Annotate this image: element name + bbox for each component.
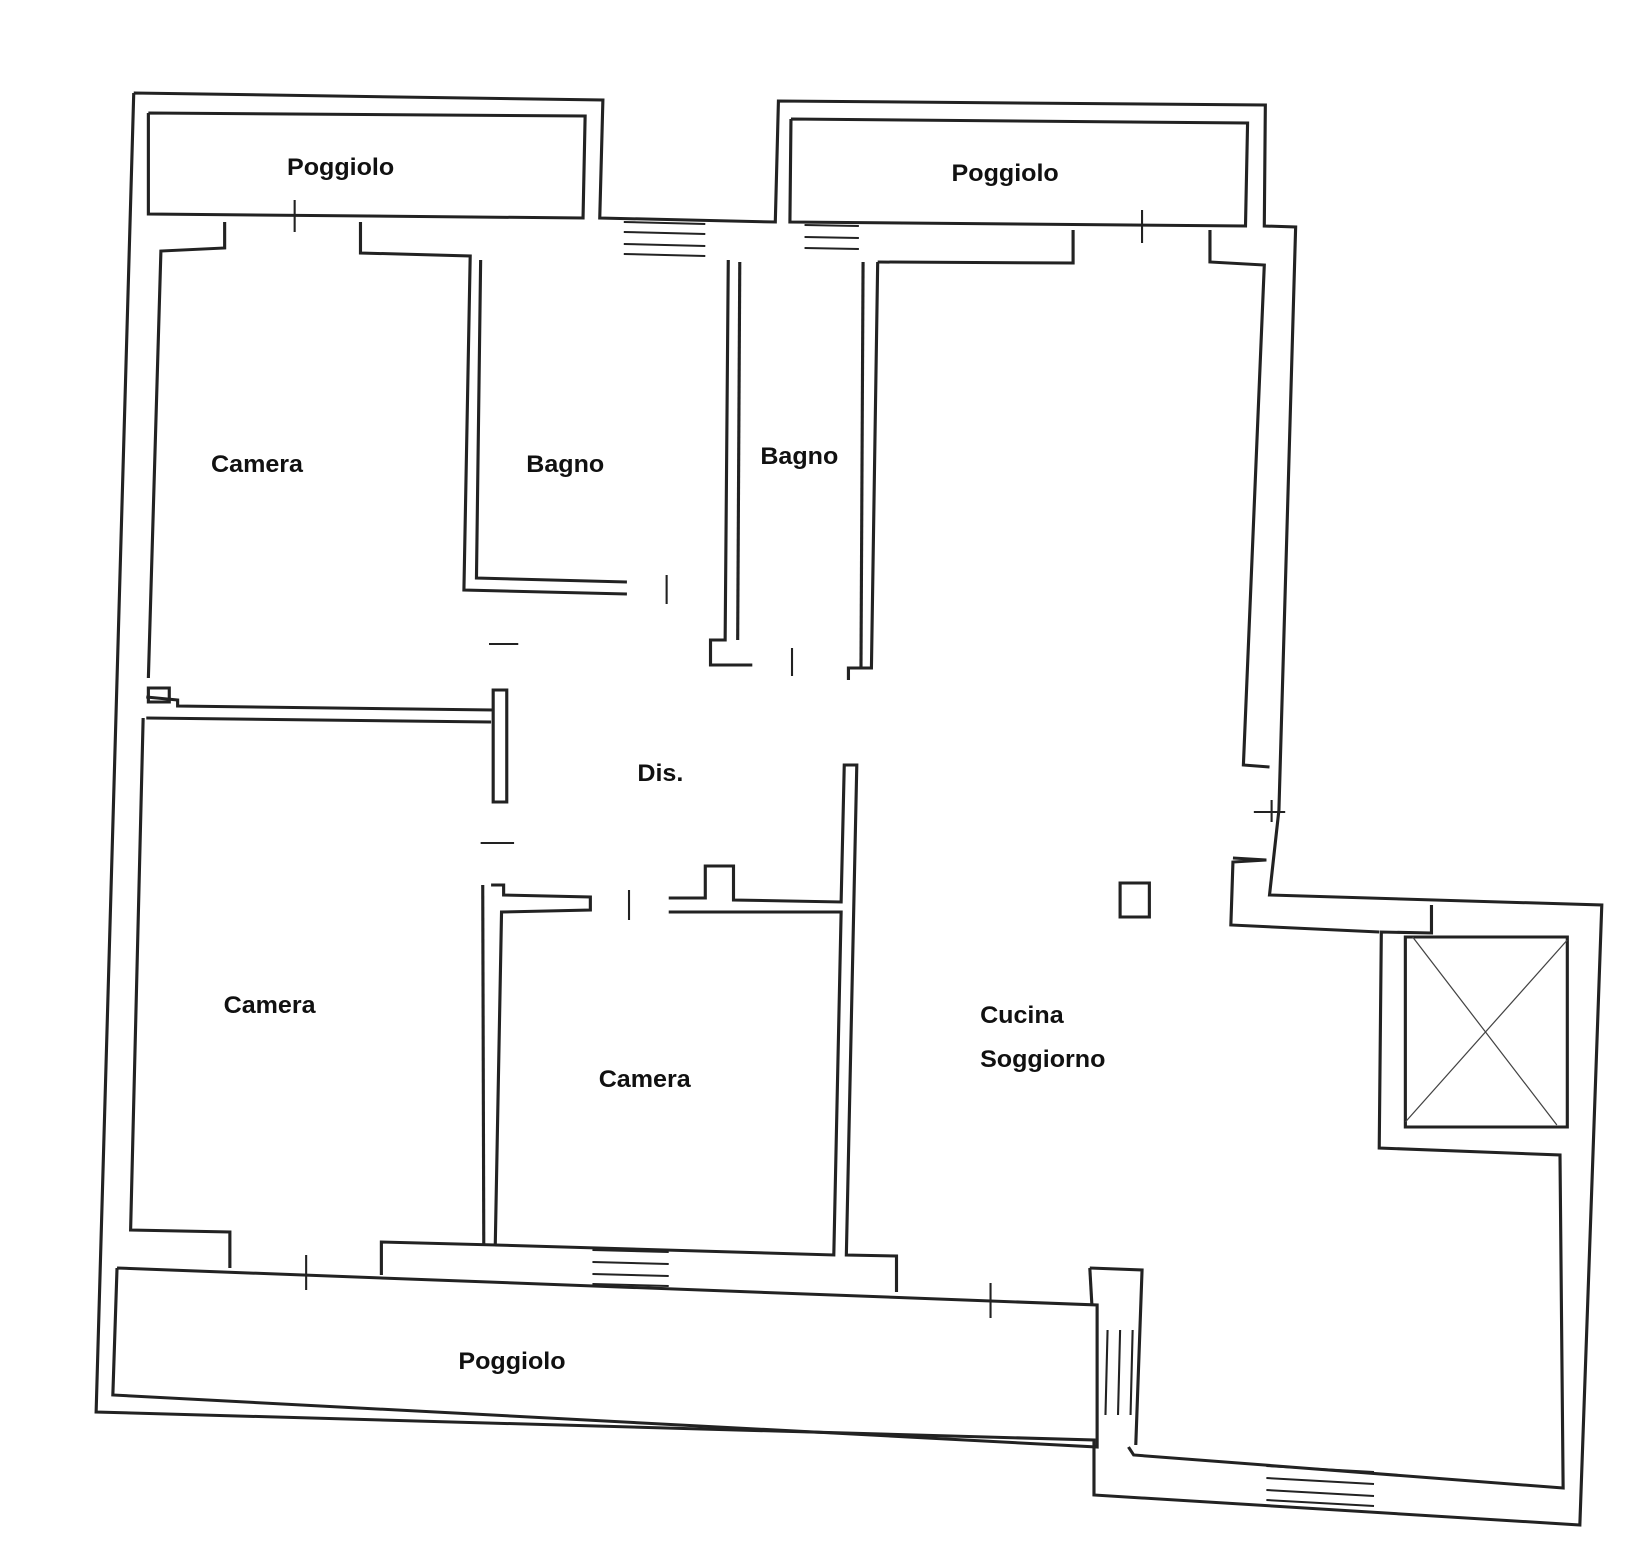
label-poggiolo-nw: Poggiolo <box>287 154 394 180</box>
column <box>1118 881 1151 919</box>
label-camera-sw: Camera <box>224 992 316 1018</box>
room-labels: Poggiolo Poggiolo Camera Bagno Bagno Dis… <box>211 154 1105 1374</box>
windows <box>293 200 1375 1507</box>
label-soggiorno: Soggiorno <box>980 1046 1105 1072</box>
outer-walls <box>94 91 1604 1527</box>
label-dis: Dis. <box>637 760 683 786</box>
label-poggiolo-s: Poggiolo <box>458 1348 565 1374</box>
label-bagno-2: Bagno <box>760 443 838 469</box>
label-poggiolo-ne: Poggiolo <box>952 160 1059 186</box>
label-camera-nw: Camera <box>211 451 303 477</box>
label-camera-s: Camera <box>599 1066 691 1092</box>
label-cucina: Cucina <box>980 1002 1064 1028</box>
interior-walls <box>129 222 1380 1446</box>
shaft <box>1403 935 1569 1129</box>
label-bagno-1: Bagno <box>526 451 604 477</box>
